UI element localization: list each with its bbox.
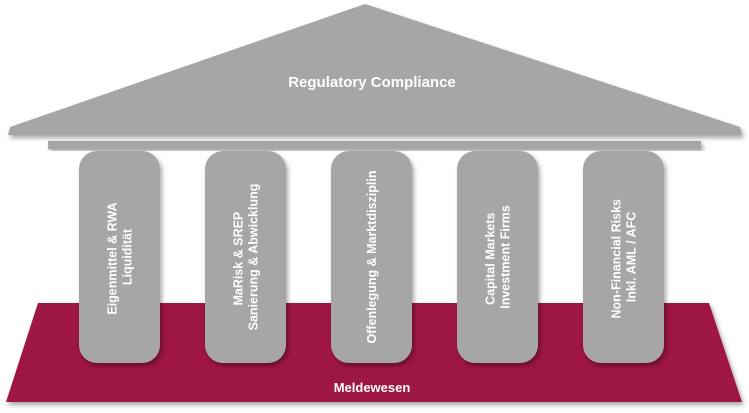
pillar-3: Offenlegung & Marktdisziplin <box>331 151 412 363</box>
roof-label: Regulatory Compliance <box>288 74 456 91</box>
pillar-column <box>457 151 538 363</box>
pillar-label: Eigenmittel & RWA Liquidität <box>106 199 135 314</box>
foundation-label: Meldewesen <box>334 380 411 395</box>
pillar-1: Eigenmittel & RWA Liquidität <box>79 151 160 363</box>
pillar-label: Offenlegung & Marktdisziplin <box>365 171 379 344</box>
pillar-2: MaRisk & SREP Sanierung & Abwicklung <box>205 151 286 363</box>
pillar-label-line-1: Offenlegung & Marktdisziplin <box>365 171 379 344</box>
roof: Regulatory Compliance <box>8 4 742 135</box>
pillar-column <box>205 151 286 363</box>
roof-pediment <box>8 4 742 135</box>
pillar-label: Capital Markets Investment Firms <box>484 205 513 309</box>
pillar-5: Non-Financial Risks Inkl. AML / AFC <box>583 151 664 363</box>
pillar-label-line-1: Non-Financial Risks <box>610 199 624 319</box>
pillar-label-line-2: Investment Firms <box>499 205 513 309</box>
pillar-column <box>583 151 664 363</box>
pillar-column <box>331 151 412 363</box>
pillar-label-line-2: Sanierung & Abwicklung <box>247 184 261 331</box>
pillar-label: Non-Financial Risks Inkl. AML / AFC <box>610 196 639 319</box>
pillar-column <box>79 151 160 363</box>
pillar-label-line-2: Inkl. AML / AFC <box>625 212 639 303</box>
pillar-4: Capital Markets Investment Firms <box>457 151 538 363</box>
pillar-label-line-1: Capital Markets <box>484 213 498 305</box>
pillar-label: MaRisk & SREP Sanierung & Abwicklung <box>232 184 261 331</box>
pillar-label-line-1: Eigenmittel & RWA <box>106 202 120 314</box>
pillar-label-line-1: MaRisk & SREP <box>232 212 246 306</box>
roof-beam <box>48 141 701 149</box>
pillar-label-line-2: Liquidität <box>121 228 135 285</box>
